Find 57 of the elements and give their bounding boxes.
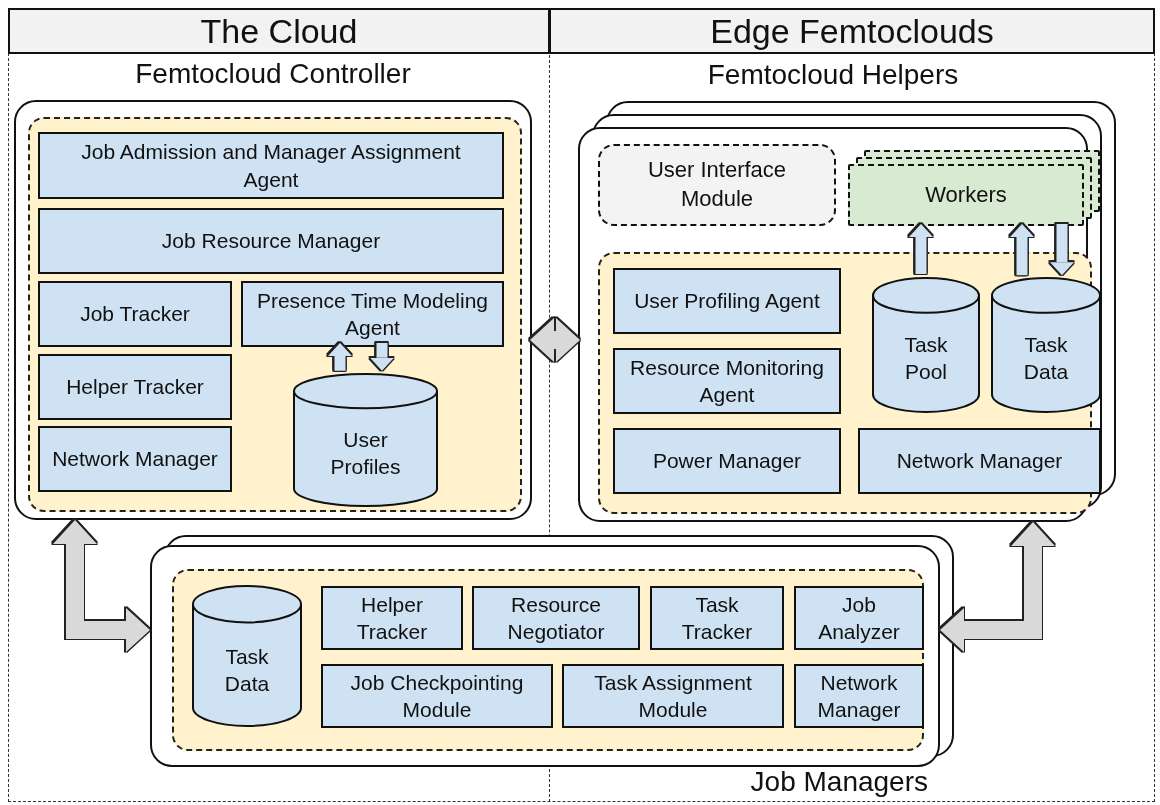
block-arrow xyxy=(909,224,933,274)
panel-title: Femtocloud Controller xyxy=(135,58,411,90)
module-box xyxy=(613,268,841,334)
module-box xyxy=(794,664,924,728)
module-box xyxy=(472,586,640,650)
module-label: Helper Tracker xyxy=(66,374,204,401)
module-label: Resource Negotiator xyxy=(506,591,606,645)
interface-module-box xyxy=(598,144,836,226)
lane-header xyxy=(549,8,1155,54)
module-box xyxy=(241,281,504,347)
module-box xyxy=(650,586,784,650)
module-box xyxy=(613,428,841,494)
lane-title: Edge Femtoclouds xyxy=(710,11,994,51)
database-label: Task Data xyxy=(223,643,271,697)
module-box xyxy=(794,586,924,650)
module-group-area xyxy=(172,569,924,751)
panel-title: Job Managers xyxy=(750,766,928,798)
worker-box xyxy=(848,164,1084,226)
module-label: Job Tracker xyxy=(80,301,190,328)
module-box xyxy=(38,354,232,420)
database-label: Task Pool xyxy=(903,332,949,386)
module-label: Job Admission and Manager Assignment Agent xyxy=(80,139,462,193)
module-label: Network Manager xyxy=(896,448,1063,475)
module-label: Job Resource Manager xyxy=(161,228,381,255)
module-label: Task Assignment Module xyxy=(593,669,753,723)
module-box xyxy=(321,664,553,728)
module-label: Network Manager xyxy=(52,446,218,473)
block-arrow xyxy=(328,343,352,371)
module-box xyxy=(38,426,232,492)
block-arrow xyxy=(940,522,1055,652)
block-arrow xyxy=(530,318,580,362)
module-box xyxy=(38,281,232,347)
module-label: Job Checkpointing Module xyxy=(349,669,525,723)
module-box xyxy=(38,132,504,199)
lane-title: The Cloud xyxy=(200,11,358,51)
module-box xyxy=(613,348,841,414)
panel-title: Femtocloud Helpers xyxy=(707,59,959,91)
module-label: Workers xyxy=(925,180,1007,209)
block-arrow xyxy=(1050,224,1074,276)
module-label: User Profiling Agent xyxy=(634,288,820,315)
module-label: Power Manager xyxy=(652,448,802,475)
block-arrow xyxy=(53,520,150,652)
module-box xyxy=(858,428,1101,494)
database-label: User Profiles xyxy=(329,426,402,481)
module-label: Job Analyzer xyxy=(817,591,901,645)
module-label: Presence Time Modeling Agent xyxy=(255,287,490,341)
module-box xyxy=(562,664,784,728)
lane-header xyxy=(8,8,550,54)
module-label: Resource Monitoring Agent xyxy=(629,354,825,408)
module-label: Network Manager xyxy=(816,669,902,723)
module-box xyxy=(321,586,463,650)
module-box xyxy=(38,208,504,274)
module-label: Task Tracker xyxy=(680,591,754,645)
module-label: Helper Tracker xyxy=(355,591,429,645)
database-label: Task Data xyxy=(1022,332,1070,386)
block-arrow xyxy=(370,343,394,371)
module-label: User Interface Module xyxy=(646,156,788,213)
